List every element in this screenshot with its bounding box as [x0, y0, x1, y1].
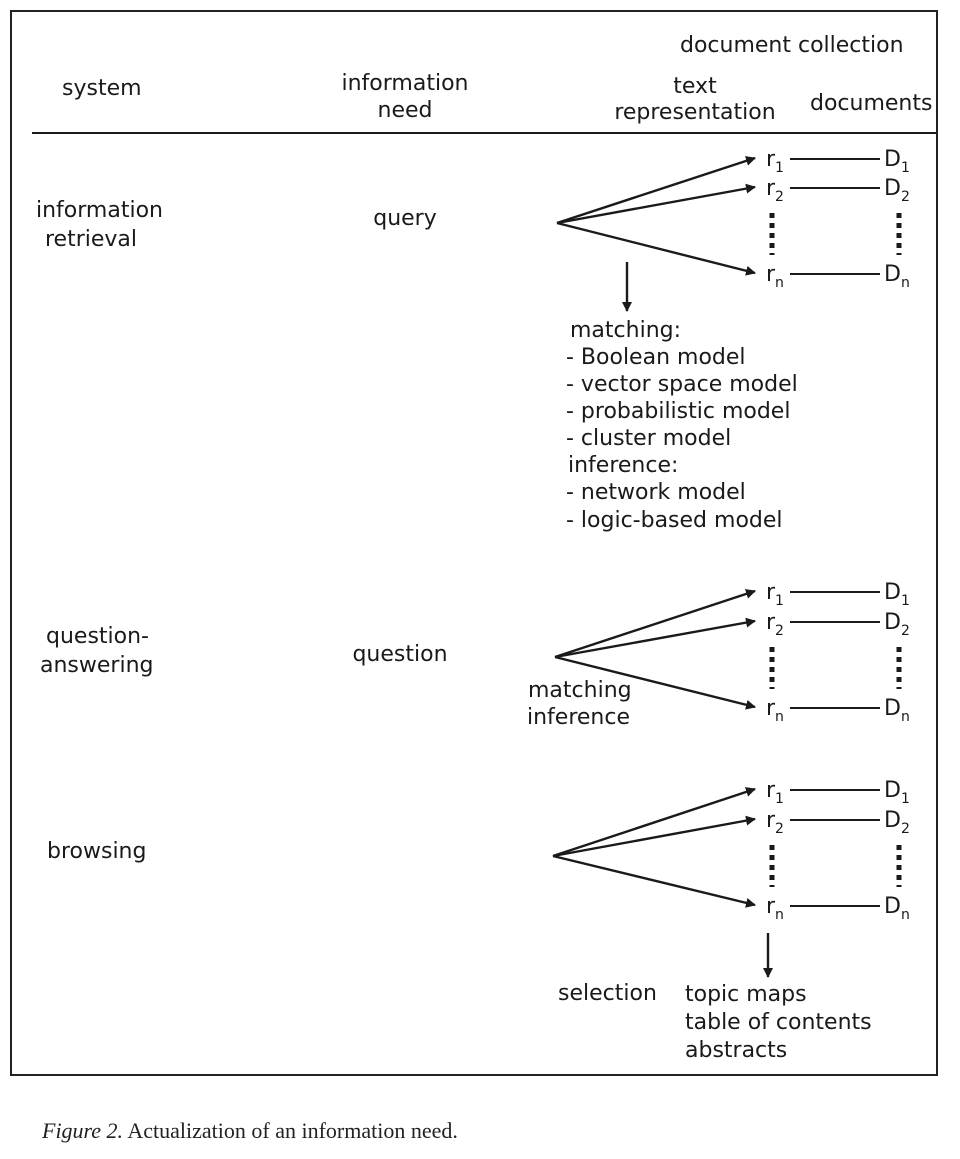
system-browsing: browsing: [47, 839, 146, 864]
header-documents: documents: [810, 91, 932, 116]
rep-label: r2: [766, 610, 784, 639]
browsing-fan: r1 D1 r2 D2 rn Dn: [552, 778, 910, 923]
rep-label: r1: [766, 580, 784, 609]
result-topic-maps: topic maps: [685, 982, 807, 1007]
header-document-collection: document collection: [680, 33, 904, 58]
fan-arrow: [554, 617, 756, 659]
system-information-retrieval-line1: information: [36, 198, 163, 223]
rep-label: r2: [766, 176, 784, 205]
system-information-retrieval-line2: retrieval: [45, 227, 137, 252]
doc-label: D2: [884, 808, 910, 837]
fan-arrow: [554, 655, 756, 710]
doc-label: Dn: [884, 262, 910, 291]
fan-arrow: [554, 589, 756, 659]
note-line: - Boolean model: [566, 345, 746, 370]
note-line: - probabilistic model: [566, 399, 790, 424]
fan-arrow: [556, 183, 756, 225]
header-system: system: [62, 76, 142, 101]
note-line: - cluster model: [566, 426, 731, 451]
caption-text: Actualization of an information need.: [127, 1118, 458, 1143]
result-abstracts: abstracts: [685, 1038, 787, 1063]
retrieval-model-list: matching: - Boolean model - vector space…: [566, 318, 798, 533]
caption-figure-number: Figure 2.: [42, 1118, 124, 1143]
header-information-need-line2: need: [378, 98, 433, 123]
note-selection: selection: [558, 981, 657, 1006]
rep-label: r1: [766, 147, 784, 176]
doc-label: Dn: [884, 894, 910, 923]
note-line: matching:: [570, 318, 681, 343]
rep-label: rn: [766, 262, 784, 291]
rep-label: rn: [766, 894, 784, 923]
need-question: question: [352, 642, 447, 667]
header-information-need-line1: information: [342, 71, 469, 96]
need-query: query: [373, 206, 437, 231]
note-matching: matching: [528, 678, 632, 703]
doc-label: Dn: [884, 696, 910, 725]
doc-label: D1: [884, 778, 910, 807]
doc-label: D2: [884, 610, 910, 639]
rep-label: r1: [766, 778, 784, 807]
system-question-answering-line2: answering: [40, 653, 153, 678]
fan-arrow: [552, 787, 756, 858]
note-line: - network model: [566, 480, 746, 505]
header-text-representation-line2: representation: [614, 100, 775, 125]
fan-arrow: [556, 221, 756, 276]
fan-arrow: [556, 156, 756, 225]
header-text-representation-line1: text: [673, 74, 717, 99]
rep-label: rn: [766, 696, 784, 725]
note-line: inference:: [568, 453, 678, 478]
note-inference: inference: [527, 705, 630, 730]
note-line: - logic-based model: [566, 508, 783, 533]
fan-arrow: [552, 854, 756, 908]
system-question-answering-line1: question-: [46, 624, 149, 649]
diagram-canvas: document collection system information n…: [32, 33, 936, 1063]
rep-label: r2: [766, 808, 784, 837]
figure-frame: [10, 10, 938, 1076]
doc-label: D1: [884, 147, 910, 176]
result-table-of-contents: table of contents: [685, 1010, 872, 1035]
fan-arrow: [552, 815, 756, 858]
figure-caption: Figure 2. Actualization of an informatio…: [42, 1118, 458, 1144]
question-answering-fan: r1 D1 r2 D2 rn Dn: [554, 580, 910, 725]
doc-label: D1: [884, 580, 910, 609]
retrieval-fan: r1 D1 r2 D2 rn Dn: [556, 147, 910, 291]
doc-label: D2: [884, 176, 910, 205]
note-line: - vector space model: [566, 372, 798, 397]
